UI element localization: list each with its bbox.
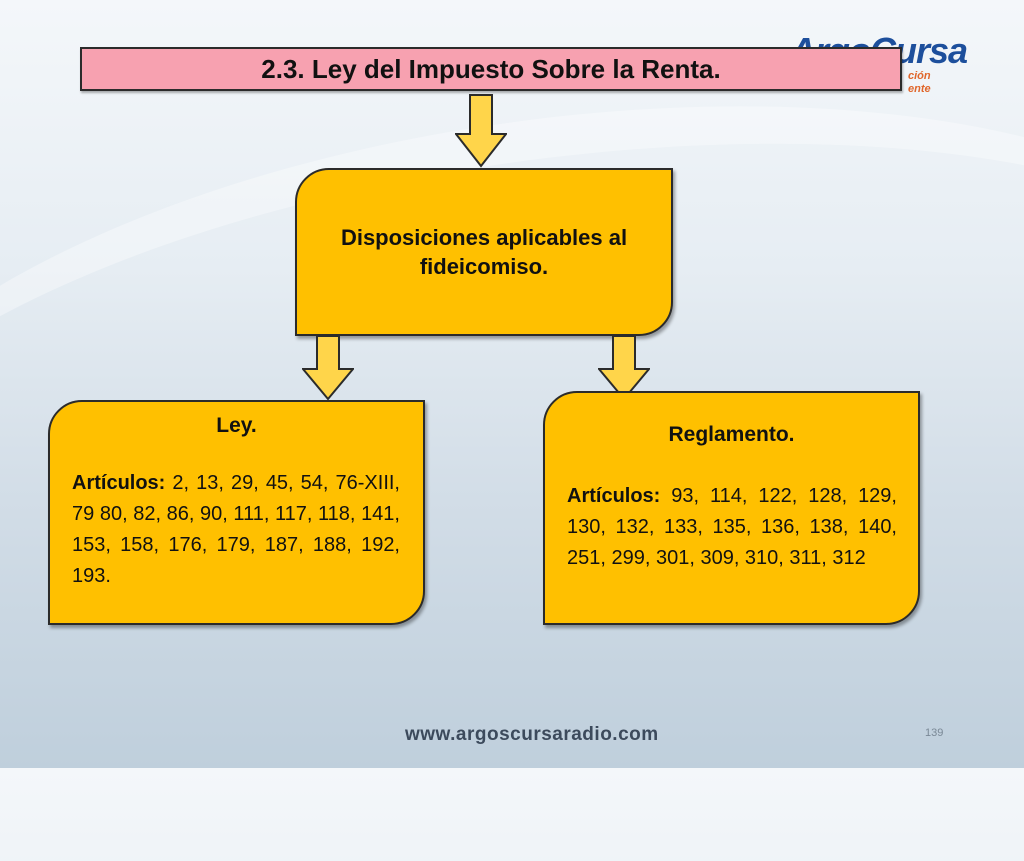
ley-articles-list: 2, 13, 29, 45, 54, 76-XIII, 79 80, 82, 8… <box>72 472 400 587</box>
reglamento-title: Reglamento. <box>668 423 795 446</box>
arrow-down-icon <box>455 94 507 168</box>
reglamento-node: Reglamento. Artículos: 93, 114, 122, 128… <box>543 391 920 625</box>
diagram-title: 2.3. Ley del Impuesto Sobre la Renta. <box>80 47 902 91</box>
center-node: Disposiciones aplicables al fideicomiso. <box>295 168 673 336</box>
ley-node: Ley. Artículos: 2, 13, 29, 45, 54, 76-XI… <box>48 400 425 625</box>
ley-title: Ley. <box>216 414 257 437</box>
logo-tagline: ción ente <box>908 70 931 95</box>
reglamento-articles-label: Artículos: <box>567 485 672 507</box>
ley-articles: Artículos: 2, 13, 29, 45, 54, 76-XIII, 7… <box>72 468 400 592</box>
reglamento-articles-list: 93, 114, 122, 128, 129, 130, 132, 133, 1… <box>567 485 897 569</box>
arrow-down-icon <box>302 335 354 401</box>
ley-articles-label: Artículos: <box>72 472 173 494</box>
footer-url: www.argoscursaradio.com <box>405 724 659 745</box>
page-number: 139 <box>925 727 944 739</box>
arrow-down-icon <box>598 335 650 401</box>
reglamento-articles: Artículos: 93, 114, 122, 128, 129, 130, … <box>567 481 897 574</box>
